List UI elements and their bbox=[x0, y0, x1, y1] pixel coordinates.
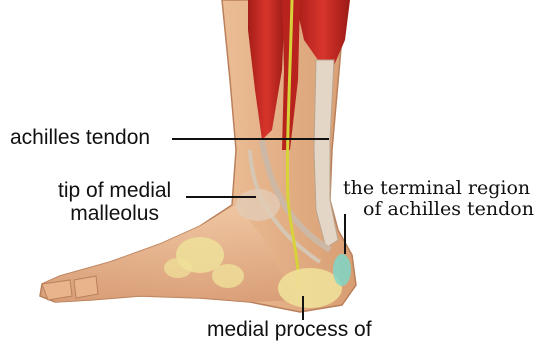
label-terminal-region: the terminal region of achilles tendon bbox=[343, 178, 534, 220]
malleolus-leader-line bbox=[186, 196, 256, 198]
medial-process-leader-line bbox=[302, 296, 304, 320]
achilles-leader-line bbox=[172, 138, 329, 140]
terminal-region-highlight bbox=[333, 254, 351, 286]
label-terminal-line2: of achilles tendon bbox=[343, 199, 534, 220]
label-medial-process: medial process of bbox=[207, 318, 372, 341]
calcaneus bbox=[278, 268, 342, 308]
label-tip-line2: malleolus bbox=[58, 202, 171, 225]
label-tip-of-medial-malleolus: tip of medial malleolus bbox=[58, 179, 171, 225]
label-tip-line1: tip of medial bbox=[58, 179, 171, 202]
terminal-leader-line bbox=[344, 214, 346, 254]
label-terminal-line1: the terminal region bbox=[343, 177, 530, 199]
label-achilles-tendon: achilles tendon bbox=[10, 126, 150, 149]
